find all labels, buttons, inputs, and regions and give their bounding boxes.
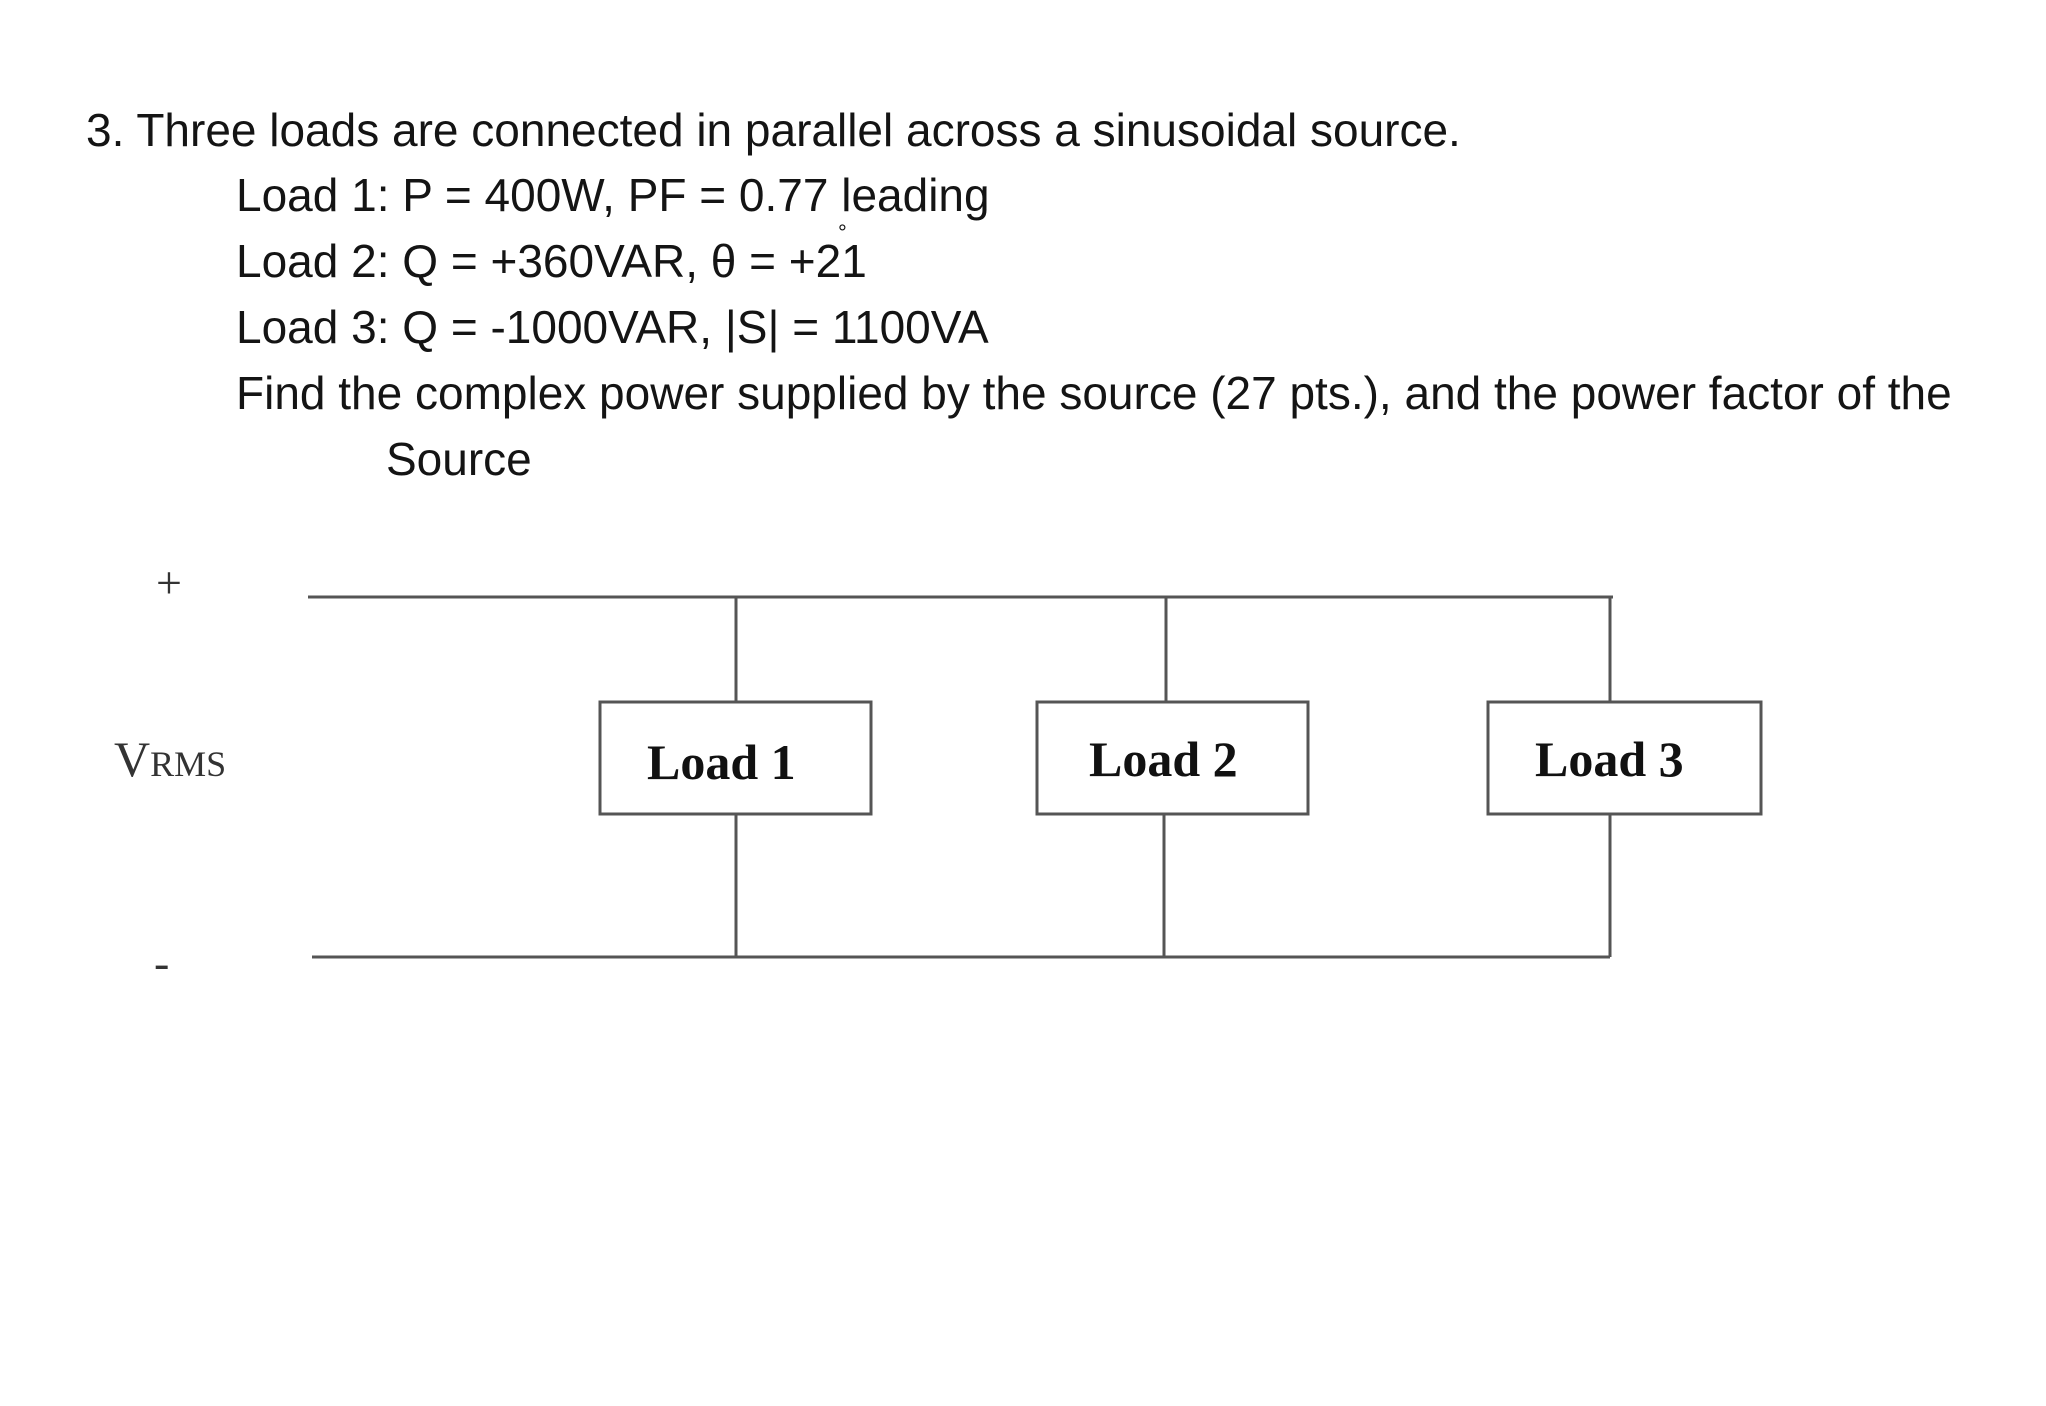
- load1-box: [598, 700, 873, 816]
- question-title: 3. Three loads are connected in parallel…: [86, 104, 1461, 156]
- load2-label: Load 2: [1089, 731, 1238, 787]
- plus-terminal: +: [156, 557, 182, 608]
- degree-symbol: °: [838, 220, 847, 245]
- minus-terminal: -: [154, 937, 169, 988]
- load3-box: [1486, 700, 1763, 816]
- source-label-subscript: RMS: [150, 744, 226, 784]
- load2-spec: Load 2: Q = +360VAR, θ = +21: [236, 235, 867, 287]
- load3-label: Load 3: [1535, 731, 1684, 787]
- source-voltage-label: VRMS: [114, 731, 226, 787]
- load1-label: Load 1: [647, 734, 796, 790]
- load2-box: [1035, 700, 1310, 816]
- load3-spec: Load 3: Q = -1000VAR, |S| = 1100VA: [236, 301, 989, 353]
- source-label-main: V: [114, 731, 150, 787]
- task-text: Find the complex power supplied by the s…: [236, 367, 1952, 419]
- task-text-continued: Source: [386, 433, 532, 485]
- load1-spec: Load 1: P = 400W, PF = 0.77 leading: [236, 169, 990, 221]
